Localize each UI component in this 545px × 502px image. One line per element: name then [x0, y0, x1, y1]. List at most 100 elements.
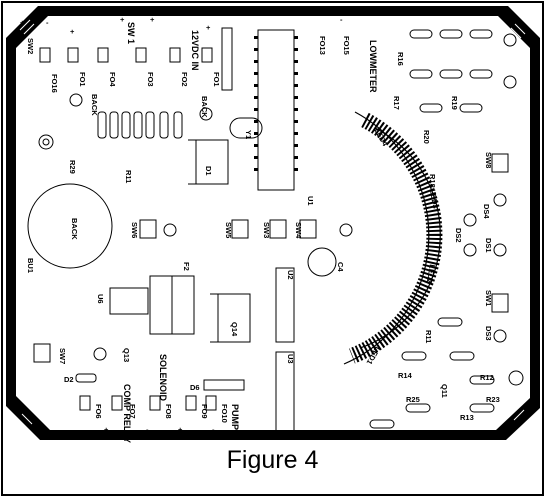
label-fo9: FO9: [200, 404, 209, 419]
label-pump: PUMP: [230, 404, 240, 430]
label-back-bu1: BACK: [70, 218, 79, 240]
switch-row-mid: [33, 219, 317, 363]
ic-u2: [275, 267, 295, 343]
fuse-row-top: [39, 47, 213, 63]
label-sw3: SW3: [262, 222, 271, 238]
board-outline-inner: [16, 16, 530, 430]
y1-crystal: [229, 117, 263, 139]
label-fo7: FO7: [128, 404, 137, 419]
label-q13: Q13: [122, 348, 131, 362]
label-lowmeter: LOWMETER: [368, 40, 378, 93]
q13-d2: [75, 347, 107, 383]
label-solenoid: SOLENOID: [158, 354, 168, 402]
label-d1: D1: [204, 166, 213, 176]
figure-caption: Figure 4: [226, 446, 319, 474]
label-sw4: SW4: [294, 222, 303, 239]
label-q11: Q11: [440, 384, 449, 398]
label-fo13: FO13: [318, 36, 327, 55]
label-fo16: FO16: [50, 74, 59, 93]
c4-capacitor: [307, 247, 337, 277]
label-y1: Y1: [244, 130, 253, 139]
minus-comp: -: [146, 425, 149, 434]
plus-sw1c: +: [150, 15, 155, 24]
corner-hatch: [19, 19, 526, 425]
label-r14: R14: [398, 371, 413, 380]
fuse-f2-f3: [149, 275, 195, 335]
label-led2: LED2: [425, 264, 437, 284]
ic-u3: [275, 351, 295, 433]
d1-bracket: [188, 139, 229, 185]
bu1-buzzer: [27, 183, 113, 269]
minus-sol: -: [212, 425, 215, 434]
label-r29: R29: [68, 160, 77, 174]
label-bu1: BU1: [26, 258, 35, 273]
label-u6: U6: [96, 294, 105, 304]
label-r16: R16: [396, 52, 405, 66]
label-ds4: DS4: [482, 204, 491, 219]
q14-bracket: [210, 293, 251, 343]
resistor-cluster-bottom-right: [369, 317, 495, 429]
label-r19: R19: [450, 96, 459, 110]
resistor-bank: [97, 111, 183, 139]
ds-indicators-top-left: [38, 93, 213, 150]
label-sw8: SW8: [484, 152, 493, 168]
label-u3: U3: [286, 354, 295, 364]
label-q14: Q14: [230, 322, 239, 337]
label-r12: R12: [480, 373, 494, 382]
fuse-row-bottom: [79, 395, 217, 411]
label-led3: LED3: [428, 189, 440, 209]
label-u2: U2: [286, 270, 295, 280]
resistor-cluster-top-right: [409, 29, 517, 113]
label-sw1: SW1: [484, 290, 493, 306]
minus-lowmeter: -: [340, 15, 343, 24]
plus-sol: +: [178, 425, 183, 434]
label-fo6: FO6: [94, 404, 103, 419]
switch-right: [491, 153, 509, 313]
label-sw6: SW6: [130, 222, 139, 238]
led-arc: [343, 111, 443, 365]
label-sw2: SW2: [26, 38, 35, 54]
label-ds3: DS3: [484, 326, 493, 341]
plus-top-left: +: [20, 18, 25, 27]
ic-u4-pins: [254, 36, 298, 171]
label-comp-relay: COMP RELAY: [122, 384, 132, 443]
label-12vdc: 12VDC IN: [190, 30, 200, 71]
plus-sw1: +: [70, 27, 75, 36]
plus-sw1b: +: [120, 15, 125, 24]
label-r17: R17: [392, 96, 401, 110]
ds-indicators-right: [463, 193, 524, 386]
label-ds2: DS2: [454, 228, 463, 243]
label-r18: R18: [428, 174, 437, 188]
label-ds1: DS1: [484, 238, 493, 253]
plus-comp: +: [104, 425, 109, 434]
label-r13: R13: [460, 413, 474, 422]
test-point-mid: [163, 223, 177, 237]
plus-vdc: +: [206, 23, 211, 32]
label-fo3: FO3: [146, 72, 155, 87]
label-back-b: BACK: [200, 96, 209, 118]
label-r15: R15: [366, 433, 380, 442]
label-d2: D2: [64, 375, 74, 384]
label-fo4: FO4: [108, 72, 117, 87]
label-r20: R20: [422, 130, 431, 144]
label-fo2: FO2: [180, 72, 189, 87]
label-u1: U1: [306, 196, 315, 206]
label-r25: R25: [406, 395, 420, 404]
connector-strip: [221, 27, 233, 91]
label-fo1: FO1: [212, 72, 221, 87]
label-fo10: FO10: [220, 404, 229, 423]
label-r11: R11: [424, 330, 433, 343]
label-c4: C4: [336, 262, 345, 272]
label-fo8: FO8: [164, 404, 173, 419]
label-fo1-top: FO1: [78, 72, 87, 87]
label-sw1-top: SW 1: [126, 22, 136, 44]
minus-top-left: -: [46, 18, 49, 27]
label-fo15: FO15: [342, 36, 351, 55]
ic-u6: [109, 287, 149, 315]
label-sw7: SW7: [58, 348, 67, 364]
label-r23: R23: [486, 395, 500, 404]
d6-diode: [203, 379, 245, 391]
label-back-a: BACK: [90, 94, 99, 116]
